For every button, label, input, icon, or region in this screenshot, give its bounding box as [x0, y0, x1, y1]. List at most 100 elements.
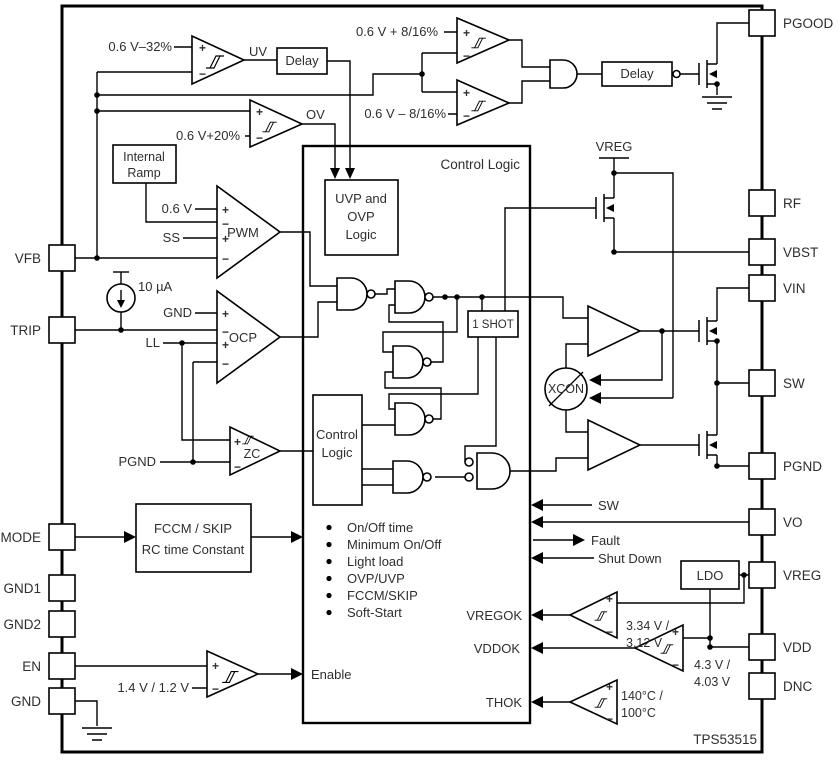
- temp-threshold-label-1: 140°C /: [621, 689, 663, 703]
- pin-label-gnd: GND: [11, 694, 41, 709]
- wires: [75, 22, 749, 741]
- minus-sign: −: [606, 712, 613, 726]
- uv-delay-box: [276, 47, 328, 75]
- bullet-item: Soft-Start: [347, 605, 402, 620]
- uv-comparator: [191, 34, 246, 86]
- fccm-label-2: RC time Constant: [142, 542, 245, 557]
- bullet-item: Minimum On/Off: [347, 537, 442, 552]
- vdd-threshold-label-1: 4.3 V /: [694, 658, 731, 672]
- internal-ramp-box: [112, 144, 177, 184]
- pin-gnd: [48, 687, 76, 715]
- uvp-ovp-label-3: Logic: [345, 227, 377, 242]
- minus-sign: −: [672, 658, 679, 672]
- pin-dnc: [748, 672, 776, 700]
- pin-vreg: [748, 561, 776, 589]
- one-shot-box: [467, 310, 519, 338]
- diagram-labels: 0.6 V–32% UV Delay 0.6 V + 8/16% 0.6 V –…: [108, 24, 757, 747]
- vreg-rail-label: VREG: [596, 139, 633, 154]
- pins: [48, 9, 776, 715]
- plus-sign: +: [199, 41, 206, 55]
- junction-dots: [94, 71, 747, 650]
- thok-comparator: [568, 678, 618, 726]
- plus-sign: +: [463, 26, 470, 40]
- current-source-label: 10 µA: [138, 279, 173, 294]
- bullet-item: On/Off time: [347, 520, 413, 535]
- pgood-delay-box: [601, 61, 673, 87]
- current-source-10uA: [106, 283, 136, 313]
- minus-sign: −: [212, 682, 219, 696]
- pin-mode: [48, 523, 76, 551]
- pin-vo: [748, 508, 776, 536]
- ov-label: OV: [306, 107, 325, 122]
- minus-sign: −: [234, 460, 241, 474]
- pin-sw: [748, 369, 776, 397]
- minus-sign: −: [222, 357, 229, 371]
- vreg-threshold-label-1: 3.34 V /: [626, 619, 670, 633]
- internal-ramp-label-1: Internal: [123, 150, 165, 164]
- plus-sign: +: [222, 203, 229, 217]
- thok-label: THOK: [486, 695, 522, 710]
- control-logic-box: [301, 144, 532, 725]
- uv-label: UV: [249, 44, 267, 59]
- inner-control-label-2: Logic: [321, 445, 353, 460]
- inner-control-logic-box: [312, 394, 363, 506]
- pwm-comparator: [216, 184, 282, 280]
- pin-label-vreg: VREG: [783, 568, 821, 583]
- pin-gnd1: [48, 574, 76, 602]
- uv-threshold-label: 0.6 V–32%: [108, 39, 172, 54]
- one-shot-label: 1 SHOT: [472, 319, 514, 331]
- nand-gate: [394, 280, 434, 314]
- bullet-item: Light load: [347, 554, 403, 569]
- inverter-bubble: [672, 69, 681, 79]
- nand-gate: [392, 345, 432, 379]
- uvp-ovp-label-2: OVP: [347, 209, 374, 224]
- low-side-driver: [587, 418, 642, 472]
- pin-labels: VFB TRIP MODE GND1 GND2 EN GND PGOOD RF …: [1, 16, 834, 709]
- ov-comparator: [249, 98, 304, 149]
- inner-control-label-1: Control: [316, 427, 358, 442]
- shut-down-label: Shut Down: [598, 551, 662, 566]
- bullet-item: OVP/UVP: [347, 571, 405, 586]
- uv-delay-label: Delay: [285, 53, 319, 68]
- plus-sign: +: [212, 659, 219, 673]
- pin-vbst: [748, 238, 776, 266]
- pin-rf: [748, 189, 776, 217]
- pin-label-trip: TRIP: [10, 323, 41, 338]
- pin-pgnd: [748, 452, 776, 480]
- bullet-item: FCCM/SKIP: [347, 588, 418, 603]
- pin-vfb: [48, 244, 76, 272]
- minus-sign: −: [199, 67, 206, 81]
- plus-sign: +: [672, 625, 679, 639]
- pin-label-pgood: PGOOD: [783, 16, 834, 31]
- en-threshold-label: 1.4 V / 1.2 V: [117, 680, 189, 695]
- plus-sign: +: [222, 338, 229, 352]
- nand-gate: [392, 460, 432, 494]
- pin-label-sw: SW: [783, 376, 805, 391]
- vregok-comparator: [568, 590, 618, 640]
- fault-label: Fault: [591, 533, 620, 548]
- pgood-and-gate: [549, 59, 578, 89]
- plus-sign: +: [234, 435, 241, 449]
- plus-sign: +: [606, 592, 613, 606]
- xcon-label: XCON: [548, 382, 584, 396]
- enable-comparator: [206, 649, 260, 699]
- minus-sign: −: [463, 49, 470, 63]
- minus-sign: −: [222, 325, 229, 339]
- ov-threshold-label: 0.6 V+20%: [176, 128, 240, 143]
- pin-label-rf: RF: [783, 196, 801, 211]
- pin-pgood: [748, 9, 776, 37]
- zc-label: ZC: [244, 447, 261, 461]
- enable-label: Enable: [311, 667, 351, 682]
- ref-label: 0.6 V: [162, 201, 193, 216]
- pin-label-vin: VIN: [783, 281, 806, 296]
- zc-comparator: [229, 425, 282, 477]
- pgood-delay-label: Delay: [620, 66, 654, 81]
- and-gate-inverted-inputs: [464, 452, 511, 490]
- ldo-box: [680, 560, 740, 590]
- vdd-threshold-label-2: 4.03 V: [694, 675, 731, 689]
- pin-label-mode: MODE: [1, 530, 42, 545]
- pgood-low-comparator: [456, 78, 512, 127]
- nand-gate: [394, 402, 434, 436]
- pgnd-net-label: PGND: [118, 454, 156, 469]
